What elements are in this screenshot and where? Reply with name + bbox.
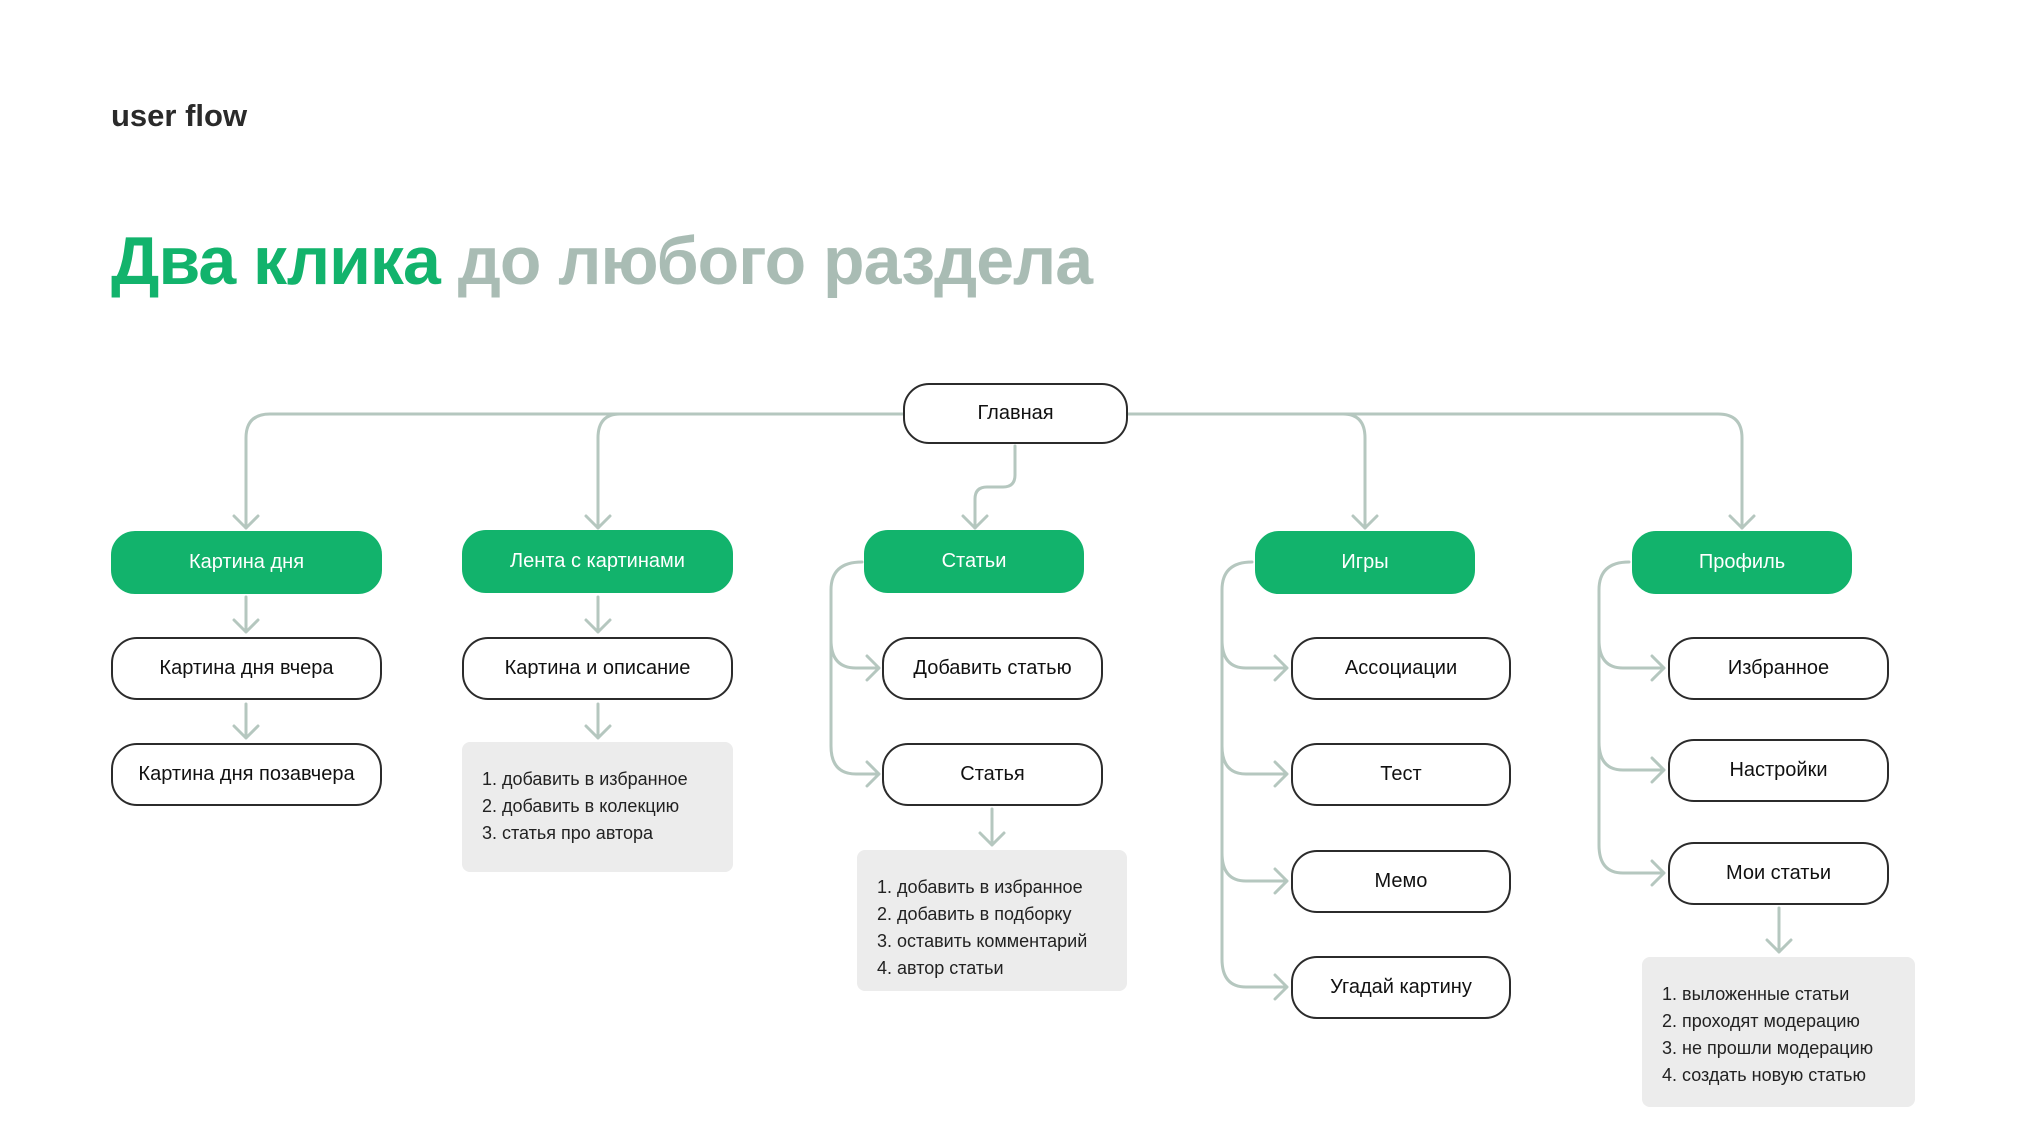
- title-accent: Два клика: [111, 223, 441, 299]
- node-day-yesterday[interactable]: Картина дня вчера: [111, 637, 382, 700]
- node-test[interactable]: Тест: [1291, 743, 1511, 806]
- node-articles[interactable]: Статьи: [864, 530, 1084, 593]
- node-my-articles[interactable]: Мои статьи: [1668, 842, 1889, 905]
- node-profile[interactable]: Профиль: [1632, 531, 1852, 594]
- node-memo[interactable]: Мемо: [1291, 850, 1511, 913]
- list-item: 2. добавить в колекцию: [482, 796, 680, 816]
- node-settings[interactable]: Настройки: [1668, 739, 1889, 802]
- node-favorites[interactable]: Избранное: [1668, 637, 1889, 700]
- node-picture-of-day[interactable]: Картина дня: [111, 531, 382, 594]
- my-articles-list: 1. выложенные статьи 2. проходят модерац…: [1642, 957, 1915, 1107]
- node-associations[interactable]: Ассоциации: [1291, 637, 1511, 700]
- node-games[interactable]: Игры: [1255, 531, 1475, 594]
- feed-actions-list: 1. добавить в избранное 2. добавить в ко…: [462, 742, 733, 872]
- node-picture-description[interactable]: Картина и описание: [462, 637, 733, 700]
- list-item: 3. статья про автора: [482, 823, 654, 843]
- node-day-before-yesterday[interactable]: Картина дня позавчера: [111, 743, 382, 806]
- list-item: 2. добавить в подборку: [877, 904, 1072, 924]
- list-item: 1. добавить в избранное: [482, 769, 688, 789]
- page-title: Два клика до любого раздела: [111, 222, 1093, 300]
- title-rest: до любого раздела: [457, 223, 1093, 299]
- node-article[interactable]: Статья: [882, 743, 1103, 806]
- arrowheads: [232, 514, 1756, 530]
- article-actions-list: 1. добавить в избранное 2. добавить в по…: [857, 850, 1127, 991]
- list-item: 2. проходят модерацию: [1662, 1011, 1860, 1031]
- list-item: 4. автор статьи: [877, 958, 1004, 978]
- node-home[interactable]: Главная: [903, 383, 1128, 444]
- kicker-label: user flow: [111, 98, 248, 133]
- node-guess-picture[interactable]: Угадай картину: [1291, 956, 1511, 1019]
- list-item: 4. создать новую статью: [1662, 1065, 1867, 1085]
- list-item: 3. оставить комментарий: [877, 931, 1088, 951]
- list-item: 1. добавить в избранное: [877, 877, 1083, 897]
- node-feed[interactable]: Лента с картинами: [462, 530, 733, 593]
- list-item: 1. выложенные статьи: [1662, 984, 1850, 1004]
- list-item: 3. не прошли модерацию: [1662, 1038, 1874, 1058]
- node-add-article[interactable]: Добавить статью: [882, 637, 1103, 700]
